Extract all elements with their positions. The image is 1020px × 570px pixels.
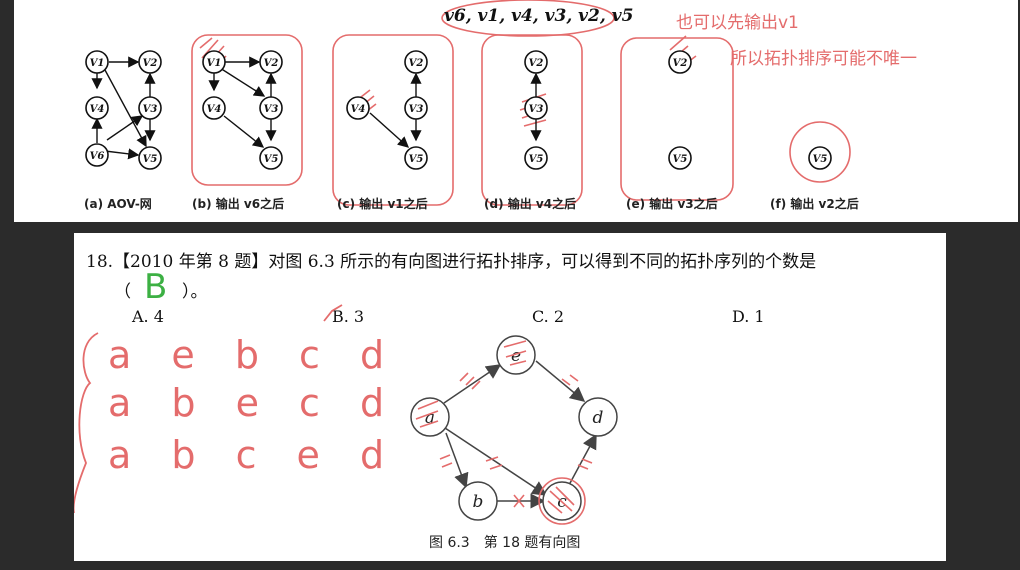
handwritten-sequence-3: a b c e d xyxy=(108,433,399,477)
caption-f: (f) 输出 v2之后 xyxy=(770,197,859,211)
svg-text:V2: V2 xyxy=(529,58,544,69)
node-e: e xyxy=(511,346,521,366)
svg-text:V5: V5 xyxy=(813,154,828,165)
topological-sequence: v6, v1, v4, v3, v2, v5 xyxy=(444,6,634,26)
handwritten-answer: B xyxy=(144,267,168,307)
question-text: 18.【2010 年第 8 题】对图 6.3 所示的有向图进行拓扑排序，可以得到… xyxy=(86,252,817,272)
svg-text:V3: V3 xyxy=(143,104,158,115)
handwritten-sequence-2: a b e c d xyxy=(108,381,399,425)
caption-a: (a) AOV-网 xyxy=(84,197,152,211)
question-paren-close: ）。 xyxy=(182,282,208,302)
svg-text:V3: V3 xyxy=(409,104,424,115)
handwritten-note-line1: 也可以先输出v1 xyxy=(676,13,799,33)
option-d: D. 1 xyxy=(732,307,765,326)
option-b: B. 3 xyxy=(332,307,365,326)
svg-text:V2: V2 xyxy=(409,58,424,69)
node-d: d xyxy=(593,408,604,428)
svg-text:V5: V5 xyxy=(264,154,279,165)
graph-edges xyxy=(91,56,542,160)
node-b: b xyxy=(473,492,484,512)
svg-text:V2: V2 xyxy=(264,58,279,69)
svg-text:V3: V3 xyxy=(529,104,544,115)
node-a: a xyxy=(425,408,435,428)
directed-graph-figure: a e d b c xyxy=(74,304,618,525)
handwritten-brace-and-marks xyxy=(74,304,343,513)
caption-d: (d) 输出 v4之后 xyxy=(484,197,577,211)
handwritten-note-line2: 所以拓扑排序可能不唯一 xyxy=(730,49,917,69)
svg-text:V2: V2 xyxy=(143,58,158,69)
bottom-question-panel: 18.【2010 年第 8 题】对图 6.3 所示的有向图进行拓扑排序，可以得到… xyxy=(74,233,946,561)
svg-text:V4: V4 xyxy=(90,104,105,115)
svg-text:V3: V3 xyxy=(264,104,279,115)
svg-text:V5: V5 xyxy=(143,154,158,165)
red-hatch-marks xyxy=(415,340,593,525)
svg-text:V6: V6 xyxy=(90,151,105,162)
svg-text:V4: V4 xyxy=(351,104,366,115)
node-label-a-v1: V1 xyxy=(90,58,105,69)
graph-nodes xyxy=(85,50,832,170)
svg-text:V5: V5 xyxy=(673,154,688,165)
caption-c: (c) 输出 v1之后 xyxy=(337,197,428,211)
svg-text:V5: V5 xyxy=(409,154,424,165)
question-paren-open: （ xyxy=(114,282,131,302)
caption-b: (b) 输出 v6之后 xyxy=(192,197,285,211)
svg-text:V2: V2 xyxy=(673,58,688,69)
svg-text:V5: V5 xyxy=(529,154,544,165)
svg-text:V4: V4 xyxy=(207,104,222,115)
figure-caption: 图 6.3 第 18 题有向图 xyxy=(429,535,581,551)
option-c: C. 2 xyxy=(532,307,565,326)
caption-e: (e) 输出 v3之后 xyxy=(626,197,718,211)
option-a: A. 4 xyxy=(132,307,164,326)
handwritten-sequence-1: a e b c d xyxy=(108,333,399,377)
svg-text:V1: V1 xyxy=(207,58,222,69)
